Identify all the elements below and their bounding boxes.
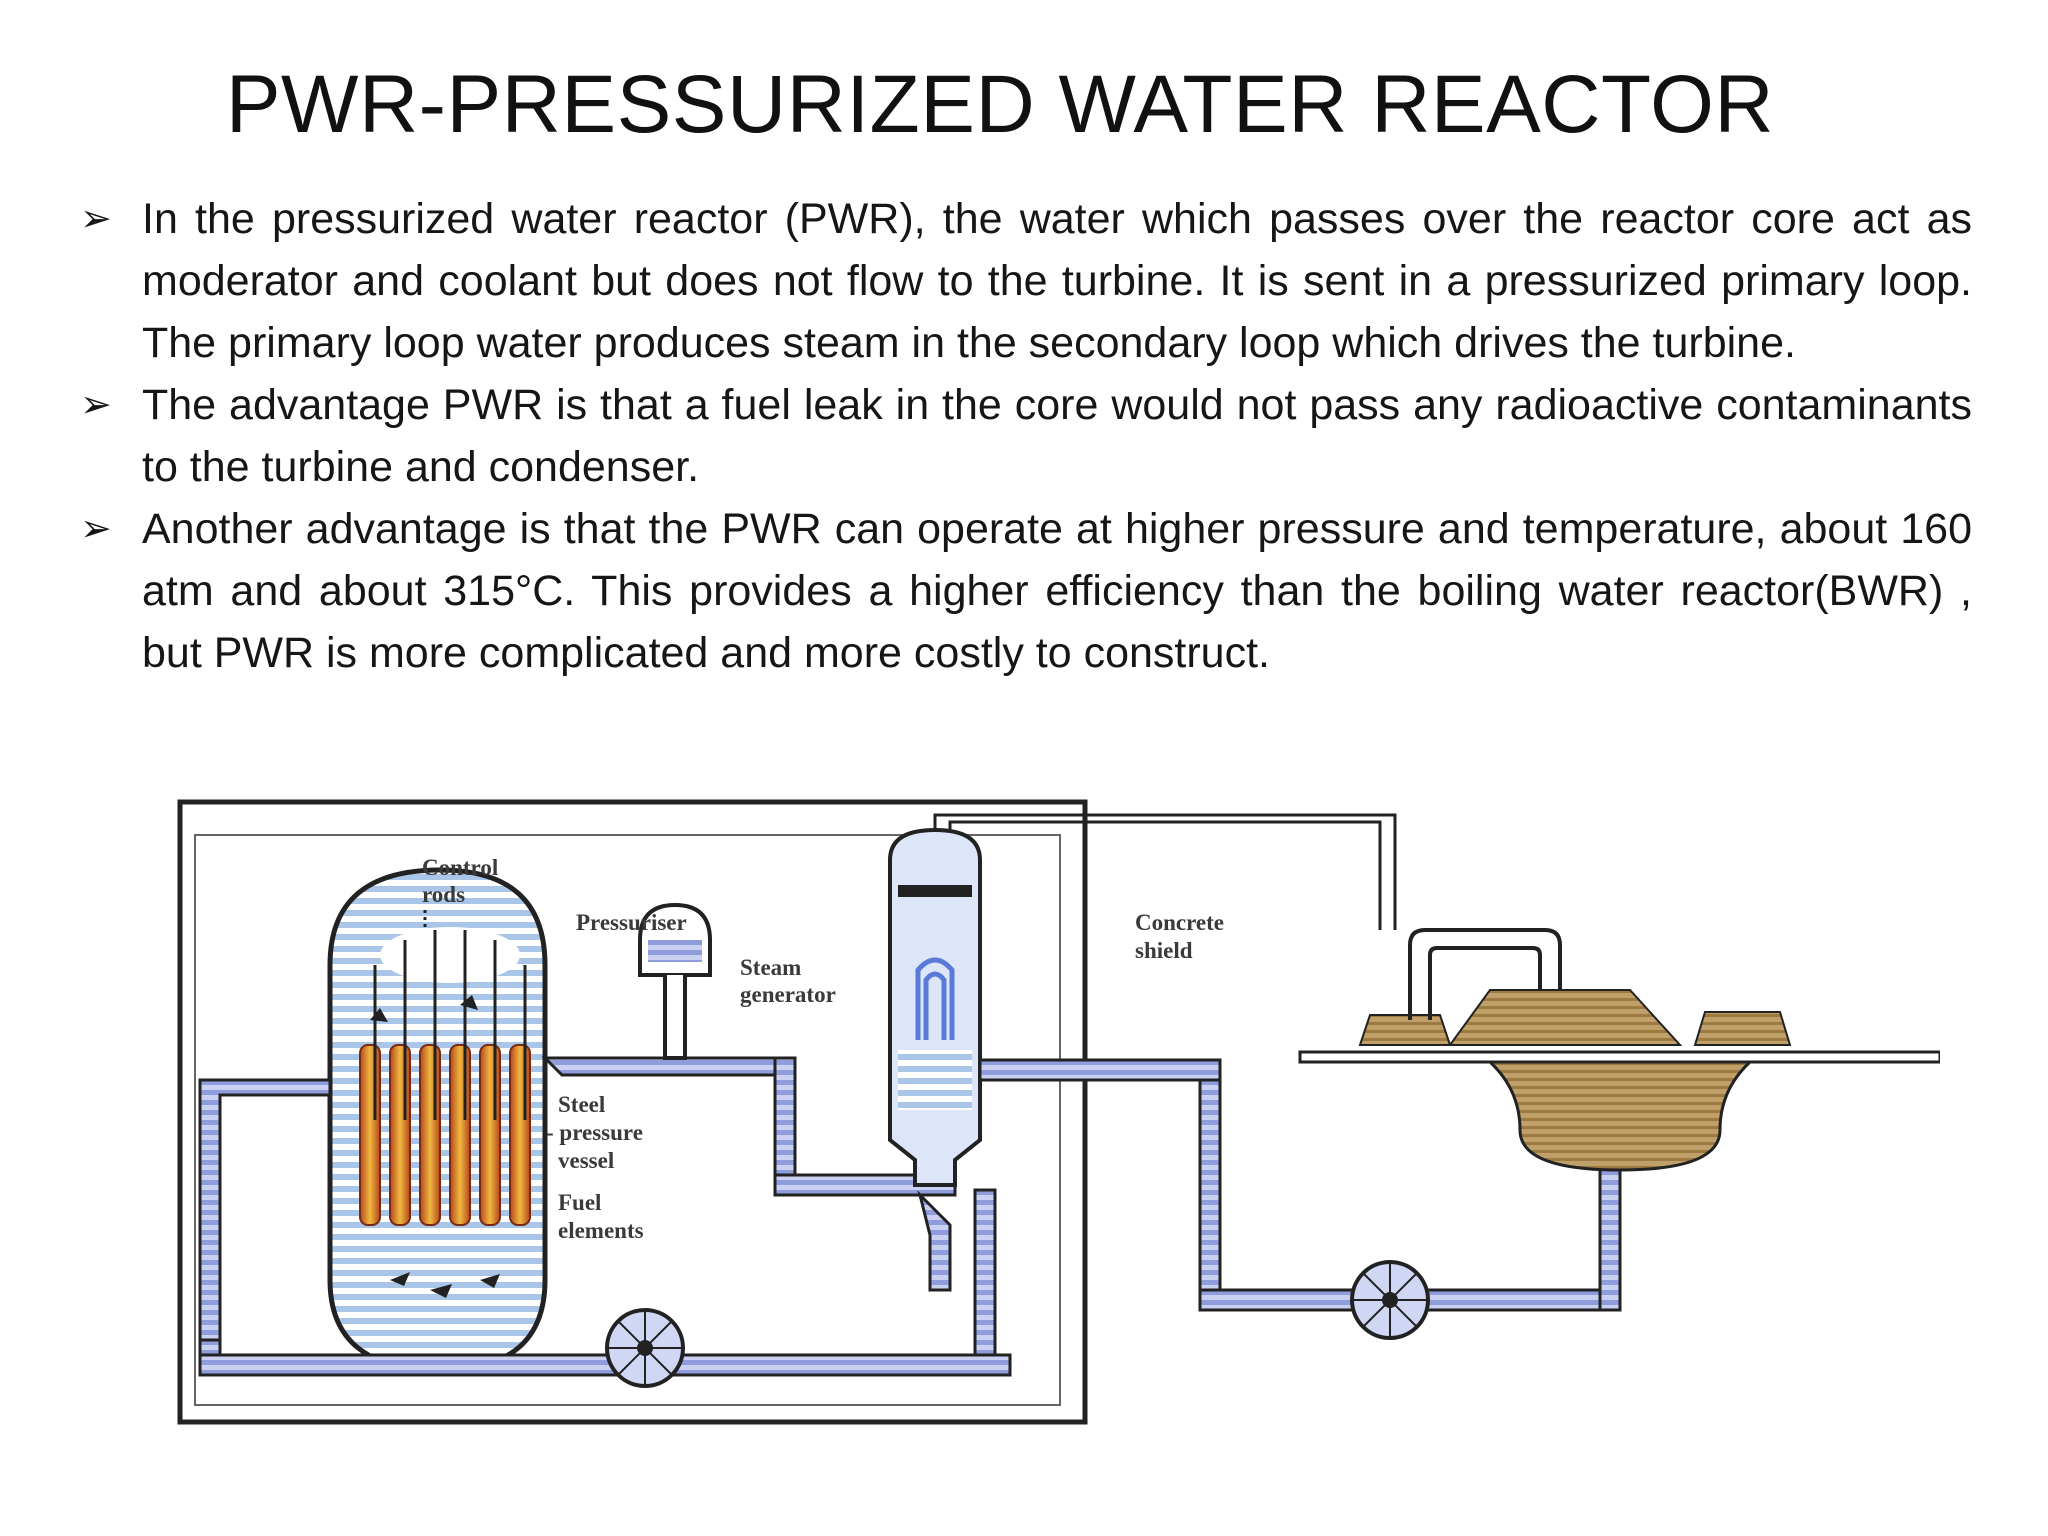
primary-loop (198, 1056, 1012, 1377)
control-rods (373, 910, 527, 1120)
label-concrete-shield: shield (1135, 938, 1193, 963)
arrow-bullet-icon: ➢ (80, 508, 112, 550)
pressuriser (638, 902, 712, 1060)
label-fuel-elements: Fuel (558, 1190, 601, 1215)
bullet-item: ➢ In the pressurized water reactor (PWR)… (76, 188, 1972, 374)
label-steel-pressure-vessel: vessel (558, 1148, 614, 1173)
label-steel-pressure-vessel: Steel (558, 1092, 605, 1117)
label-steam-generator: generator (740, 982, 836, 1007)
label-fuel-elements: elements (558, 1218, 644, 1243)
slide-title: PWR-PRESSURIZED WATER REACTOR (225, 59, 1775, 150)
concrete-shield (177, 799, 1088, 1425)
label-control-rods: rods (422, 882, 465, 907)
flow-arrows (370, 995, 500, 1298)
bullet-text: Another advantage is that the PWR can op… (142, 505, 1972, 677)
label-control-rods: Control (422, 855, 498, 880)
label-steam-generator: Steam (740, 955, 801, 980)
arrow-bullet-icon: ➢ (80, 384, 112, 426)
steam-generator (888, 827, 982, 1187)
arrow-bullet-icon: ➢ (80, 198, 112, 240)
label-steel-pressure-vessel: - pressure (546, 1120, 643, 1145)
turbine-generator (1298, 928, 1940, 1064)
label-concrete-shield: Concrete (1135, 910, 1224, 935)
steam-line (933, 813, 1397, 930)
primary-pump (605, 1308, 685, 1388)
bullet-item: ➢ The advantage PWR is that a fuel leak … (76, 374, 1972, 498)
bullet-list: ➢ In the pressurized water reactor (PWR)… (76, 188, 1972, 684)
bullet-text: In the pressurized water reactor (PWR), … (142, 195, 1972, 367)
condenser (1486, 1060, 1754, 1172)
label-pressuriser: Pressuriser (576, 910, 687, 935)
pwr-diagram: Control rods Pressuriser Steam generator… (177, 799, 1940, 1425)
bullet-item: ➢ Another advantage is that the PWR can … (76, 498, 1972, 684)
bullet-text: The advantage PWR is that a fuel leak in… (142, 381, 1972, 491)
secondary-pump (1350, 1260, 1430, 1340)
